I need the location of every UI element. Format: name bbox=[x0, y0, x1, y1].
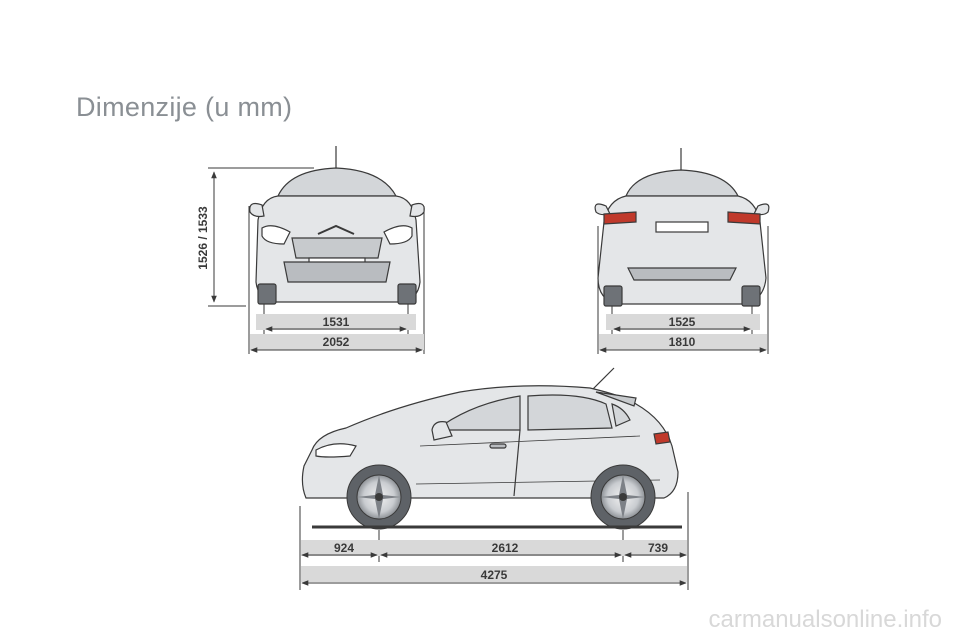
wheelbase-label: 2612 bbox=[492, 541, 519, 555]
rear-overhang-label: 739 bbox=[648, 541, 668, 555]
watermark: carmanualsonline.info bbox=[708, 606, 942, 633]
front-height-dimension: 1526 / 1533 bbox=[196, 167, 314, 307]
rear-width-dimensions: 1525 1810 bbox=[597, 226, 769, 354]
front-width-label: 2052 bbox=[323, 335, 350, 349]
rear-track-label: 1525 bbox=[669, 315, 696, 329]
front-wheel bbox=[346, 464, 412, 530]
page-title: Dimenzije (u mm) bbox=[76, 92, 293, 122]
side-dimensions: 924 2612 739 4275 bbox=[299, 492, 689, 590]
front-view-car bbox=[249, 146, 425, 305]
front-overhang-label: 924 bbox=[334, 541, 354, 555]
rear-width-label: 1810 bbox=[669, 335, 696, 349]
front-width-dimensions: 1531 2052 bbox=[248, 206, 425, 354]
front-height-label: 1526 / 1533 bbox=[196, 206, 210, 270]
front-track-label: 1531 bbox=[323, 315, 350, 329]
length-label: 4275 bbox=[481, 568, 508, 582]
rear-wheel bbox=[590, 464, 656, 530]
rear-view-car bbox=[594, 148, 770, 307]
